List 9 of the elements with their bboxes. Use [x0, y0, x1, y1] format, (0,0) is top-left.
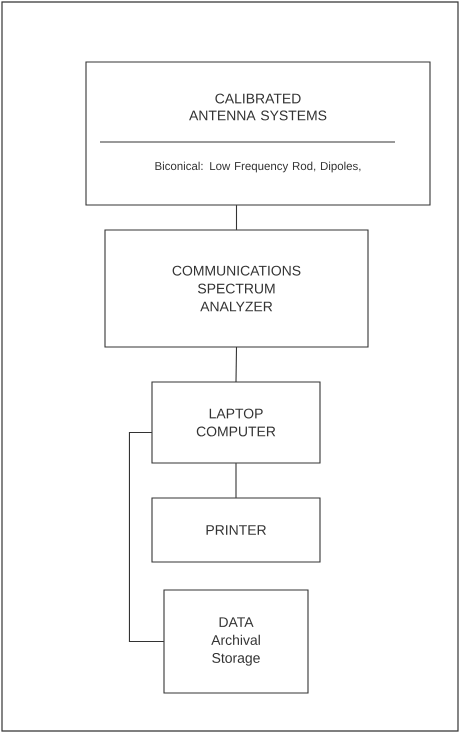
connector-line	[236, 206, 238, 230]
connector-line	[128, 432, 164, 642]
device-box: PRINTER	[151, 497, 321, 563]
system-box: CALIBRATED ANTENNA SYSTEMS Biconical: Low Frequency Rod, Dipoles,	[85, 61, 431, 206]
connector-line	[235, 348, 238, 382]
connector-line	[235, 464, 237, 498]
device-box: COMMUNICATIONS SPECTRUM ANALYZER	[104, 229, 369, 348]
device-box: LAPTOP COMPUTER	[151, 381, 321, 464]
device-box: DATA Archival Storage	[163, 589, 309, 694]
